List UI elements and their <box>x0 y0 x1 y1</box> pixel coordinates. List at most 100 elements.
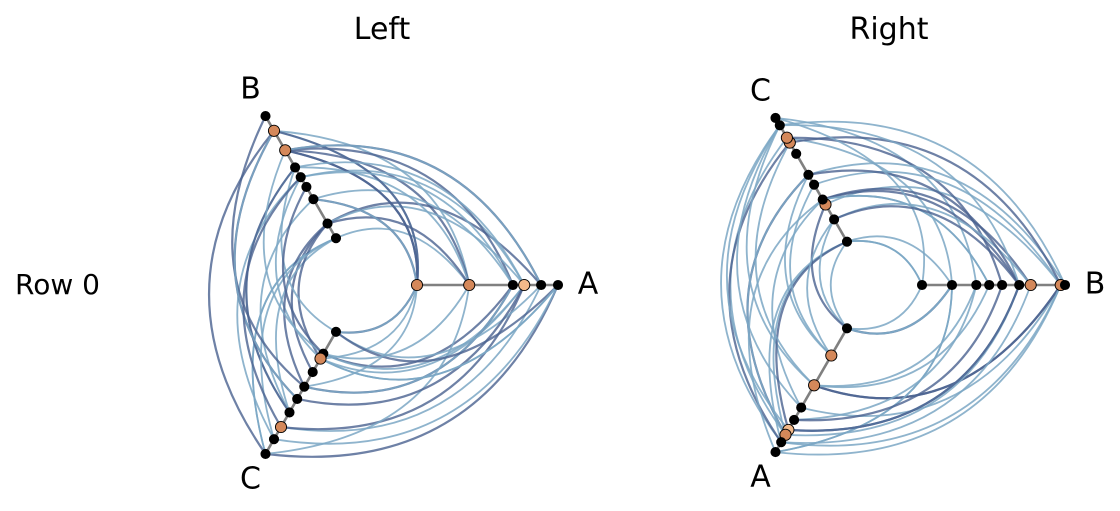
right-edge-45 <box>846 284 953 335</box>
left-axis-label-B: B <box>240 72 261 107</box>
left-edge-39 <box>242 176 302 428</box>
left-axis-labels: A B C <box>240 72 599 497</box>
right-edge-46 <box>788 284 1021 432</box>
left-edge-19 <box>313 198 418 286</box>
left-node-14 <box>260 111 271 122</box>
left-node-13 <box>267 124 281 137</box>
right-edge-37 <box>754 142 815 386</box>
right-nodes <box>770 112 1071 458</box>
left-node-3 <box>518 278 531 292</box>
left-edge-29 <box>283 222 329 388</box>
left-edge-45 <box>265 284 560 458</box>
right-edge-23 <box>771 198 824 409</box>
right-axis-label-C: C <box>750 73 771 108</box>
left-edge-5 <box>313 189 514 286</box>
right-edge-7 <box>808 162 1066 286</box>
left-edge-32 <box>262 149 324 355</box>
right-node-8 <box>1059 279 1071 291</box>
right-edge-32 <box>736 124 802 409</box>
right-edge-1 <box>846 240 923 286</box>
right-edge-44 <box>813 284 1062 400</box>
right-edge-36 <box>789 184 832 357</box>
right-axis-label-B: B <box>1085 267 1106 302</box>
left-node-19 <box>299 381 310 392</box>
left-node-24 <box>260 448 271 459</box>
left-node-12 <box>279 144 292 157</box>
right-edge-29 <box>746 174 810 436</box>
right-node-20 <box>841 323 853 334</box>
left-node-11 <box>290 162 301 173</box>
left-node-22 <box>274 420 288 434</box>
right-edge-58 <box>781 284 1062 447</box>
right-edge-31 <box>784 174 832 357</box>
right-edge-51 <box>846 284 953 335</box>
right-edge-59 <box>788 284 1021 432</box>
right-edge-40 <box>800 284 1062 417</box>
right-edges <box>720 117 1066 456</box>
left-edge-44 <box>335 284 419 334</box>
right-node-12 <box>817 194 828 205</box>
right-node-13 <box>809 179 820 190</box>
left-node-15 <box>330 326 342 337</box>
left-panel-title: Left <box>354 12 411 47</box>
left-edge-54 <box>335 284 559 363</box>
right-node-4 <box>997 279 1008 291</box>
right-node-14 <box>803 169 814 180</box>
left-node-2 <box>507 279 518 291</box>
right-edge-30 <box>829 241 848 329</box>
left-node-23 <box>268 434 280 445</box>
left-edge-56 <box>335 284 418 334</box>
right-node-15 <box>791 148 802 159</box>
left-edge-50 <box>304 284 418 388</box>
right-node-18 <box>774 120 785 131</box>
left-axis-label-C: C <box>240 461 261 496</box>
right-edge-11 <box>779 120 1066 286</box>
left-edge-1 <box>285 149 471 286</box>
left-edge-20 <box>290 222 329 373</box>
left-edge-15 <box>273 129 420 286</box>
right-edge-13 <box>789 136 1062 286</box>
right-edge-26 <box>725 124 790 431</box>
right-axis-label-A: A <box>750 460 771 495</box>
right-edge-21 <box>729 137 788 436</box>
left-edge-38 <box>282 186 325 355</box>
right-node-10 <box>829 214 840 225</box>
left-edge-0 <box>273 129 471 286</box>
left-nodes <box>260 111 564 459</box>
right-edge-0 <box>775 117 978 286</box>
left-edge-12 <box>327 216 471 286</box>
right-hive-panel: B C A <box>720 73 1106 495</box>
right-node-24 <box>789 414 800 425</box>
right-edge-17 <box>779 124 1021 286</box>
left-axis-label-A: A <box>578 267 599 302</box>
right-node-23 <box>796 402 807 413</box>
right-node-22 <box>808 379 821 392</box>
left-node-20 <box>292 393 303 404</box>
right-edge-33 <box>747 198 824 453</box>
left-node-6 <box>330 233 342 244</box>
left-node-9 <box>301 181 312 192</box>
left-edge-3 <box>300 169 525 286</box>
left-edge-33 <box>260 237 337 440</box>
left-edge-24 <box>259 198 315 413</box>
right-node-28 <box>770 447 781 458</box>
right-edge-39 <box>806 218 835 357</box>
left-edge-17 <box>285 144 542 286</box>
left-edge-10 <box>295 166 471 286</box>
right-edge-34 <box>775 240 848 431</box>
right-edge-56 <box>813 284 991 389</box>
right-edge-55 <box>814 284 978 387</box>
right-node-6 <box>1024 278 1037 292</box>
left-edge-52 <box>320 284 418 360</box>
right-edge-24 <box>720 124 782 443</box>
right-edge-54 <box>781 284 1032 444</box>
left-edge-55 <box>296 284 526 406</box>
left-edge-13 <box>284 149 419 286</box>
left-edge-59 <box>323 284 470 360</box>
left-edge-46 <box>322 284 525 370</box>
left-node-18 <box>307 367 318 378</box>
right-edge-8 <box>813 170 1062 286</box>
right-node-27 <box>776 437 787 448</box>
right-node-2 <box>971 279 982 291</box>
